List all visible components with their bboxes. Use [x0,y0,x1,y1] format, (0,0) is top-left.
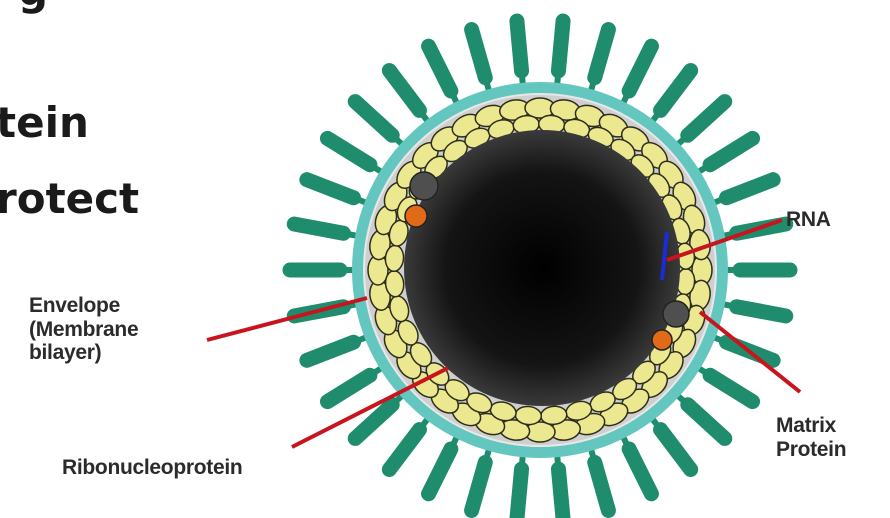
spike-glycoprotein [355,102,392,136]
viral-core [404,130,680,406]
spike-glycoprotein [595,30,609,78]
spike-glycoprotein [688,102,725,136]
spike-glycoprotein [472,30,486,78]
spike-glycoprotein [389,430,419,470]
spike-glycoprotein [472,462,486,510]
spike-glycoprotein [595,462,609,510]
spike-glycoprotein [307,342,354,360]
spike-glycoprotein [517,21,522,71]
spike-glycoprotein [327,138,370,164]
rna-label: RNA [786,208,831,232]
spike-glycoprotein [429,46,451,91]
envelope-pointer [207,298,367,340]
spike-glycoprotein [661,70,691,110]
envelope-label-line: bilayer) [29,341,138,365]
spike-glycoprotein [429,449,451,494]
spike-glycoprotein [355,405,392,439]
spike-stem [522,455,523,469]
matrix-protein-marker [405,205,427,227]
spike-glycoprotein [517,469,522,518]
matrix-protein-marker [652,330,672,350]
spike-glycoprotein [710,375,753,401]
spike-glycoprotein [661,430,691,470]
spike-stem [557,455,558,469]
spike-glycoprotein [688,405,725,439]
spike-glycoprotein [294,224,343,233]
spike-stem [557,71,558,85]
spike-stem [677,135,687,144]
envelope-label-line: (Membrane [29,318,138,342]
matrix-protein-marker [410,172,438,200]
matrix-protein-label-line: Matrix [776,414,846,438]
matrix-protein-label: Matrix Protein [776,414,846,461]
spike-stem [392,135,402,144]
ribonucleoprotein-label: Ribonucleoprotein [62,456,242,480]
matrix-protein-label-line: Protein [776,438,846,462]
spike-stem [485,449,489,462]
spike-stem [723,304,737,307]
spike-glycoprotein [327,375,370,401]
envelope-label: Envelope (Membrane bilayer) [29,294,138,365]
spike-glycoprotein [629,46,651,91]
spike-stem [343,233,357,236]
spike-glycoprotein [629,449,651,494]
spike-glycoprotein [558,469,563,518]
spike-stem [677,395,687,404]
spike-glycoprotein [389,70,419,110]
matrix-protein-marker [663,301,689,327]
envelope-label-line: Envelope [29,294,138,318]
spike-stem [591,78,595,91]
spike-glycoprotein [307,180,354,198]
spike-stem [485,78,489,91]
spike-glycoprotein [558,21,563,71]
spike-glycoprotein [737,307,786,316]
spike-glycoprotein [710,138,753,164]
spike-stem [522,71,523,85]
spike-stem [591,449,595,462]
spike-glycoprotein [726,180,773,198]
